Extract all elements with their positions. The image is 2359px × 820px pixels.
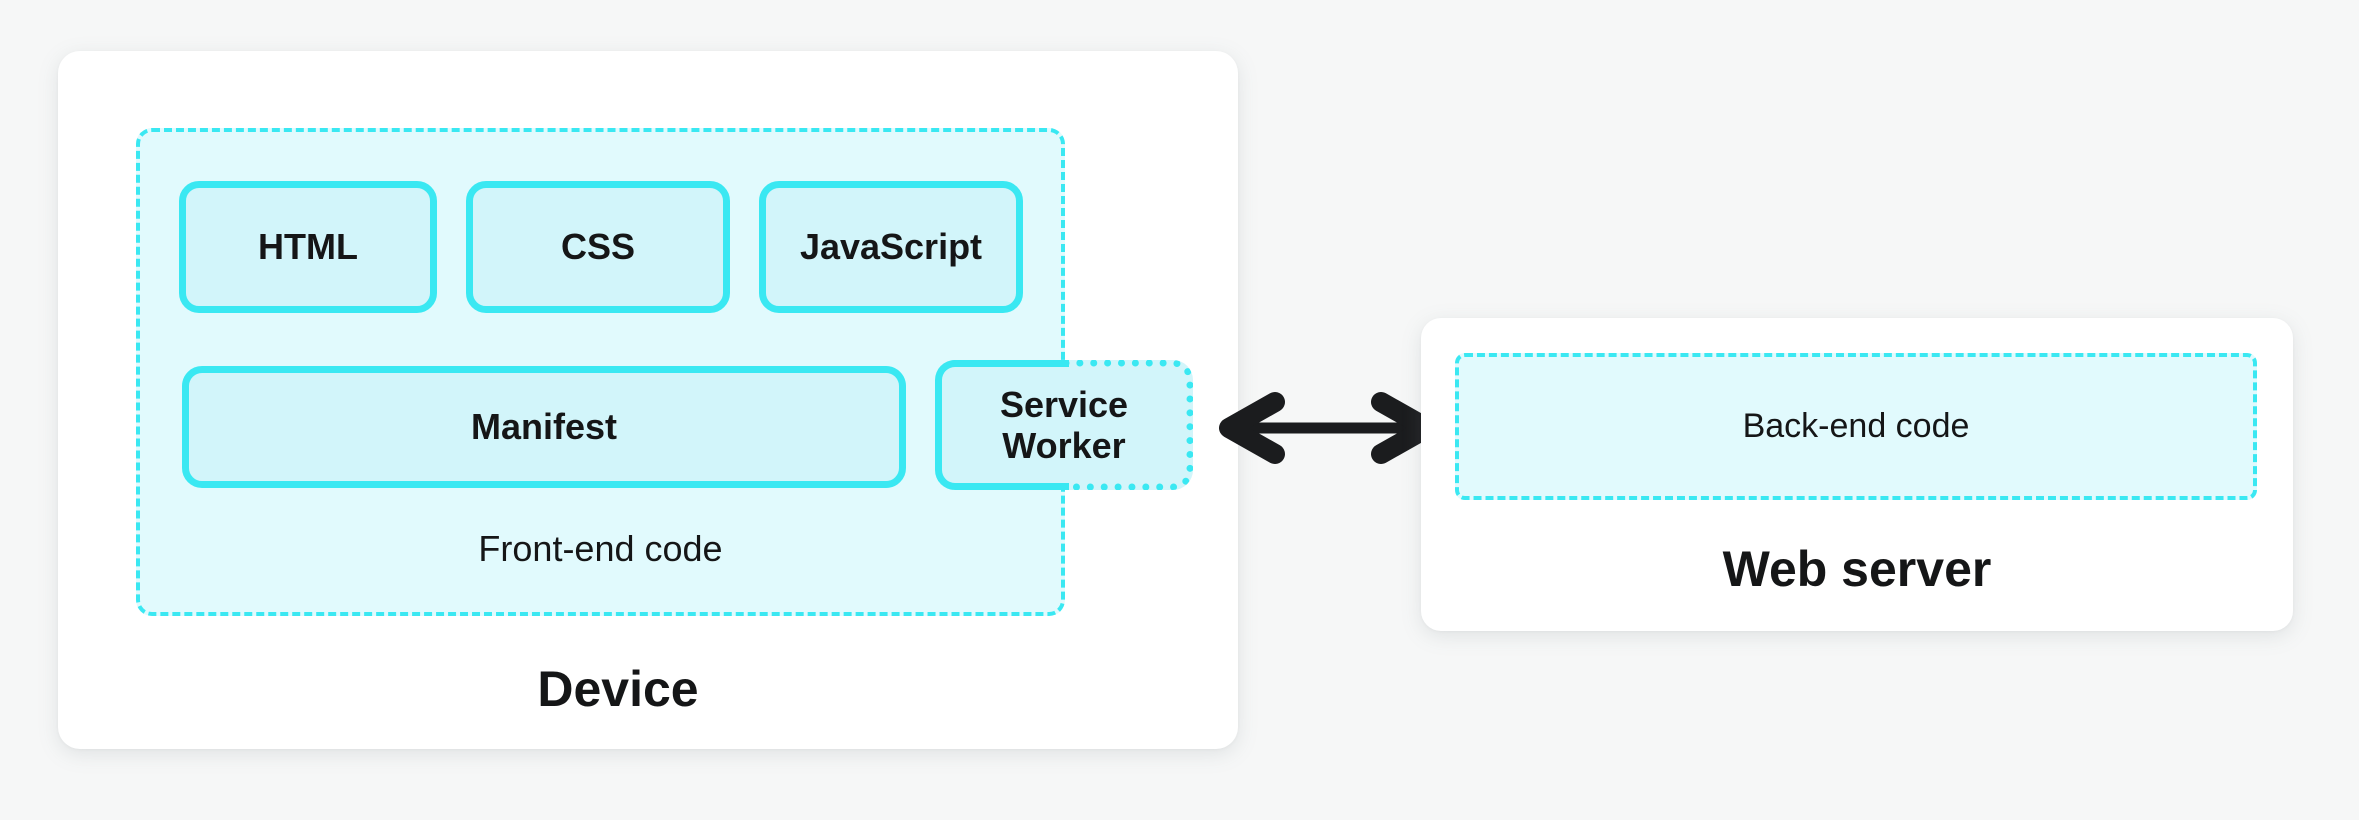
- css-box-label: CSS: [560, 226, 636, 268]
- manifest-box: Manifest: [182, 366, 906, 488]
- frontend-code-label: Front-end code: [478, 528, 723, 569]
- css-box: CSS: [466, 181, 730, 313]
- html-box: HTML: [179, 181, 437, 313]
- html-box-label: HTML: [258, 226, 358, 268]
- web-server-label: Web server: [1722, 541, 1992, 597]
- service-worker-box: Service Worker: [935, 360, 1193, 490]
- service-worker-solid-border: [935, 360, 1070, 490]
- bidirectional-arrow-icon: [1219, 392, 1437, 464]
- javascript-box: JavaScript: [759, 181, 1023, 313]
- device-label: Device: [537, 661, 699, 717]
- javascript-box-label: JavaScript: [799, 226, 983, 268]
- manifest-box-label: Manifest: [470, 406, 618, 448]
- backend-code-box: Back-end code: [1455, 353, 2257, 500]
- service-worker-box-label: Service Worker: [999, 383, 1129, 466]
- backend-code-label: Back-end code: [1742, 407, 1970, 445]
